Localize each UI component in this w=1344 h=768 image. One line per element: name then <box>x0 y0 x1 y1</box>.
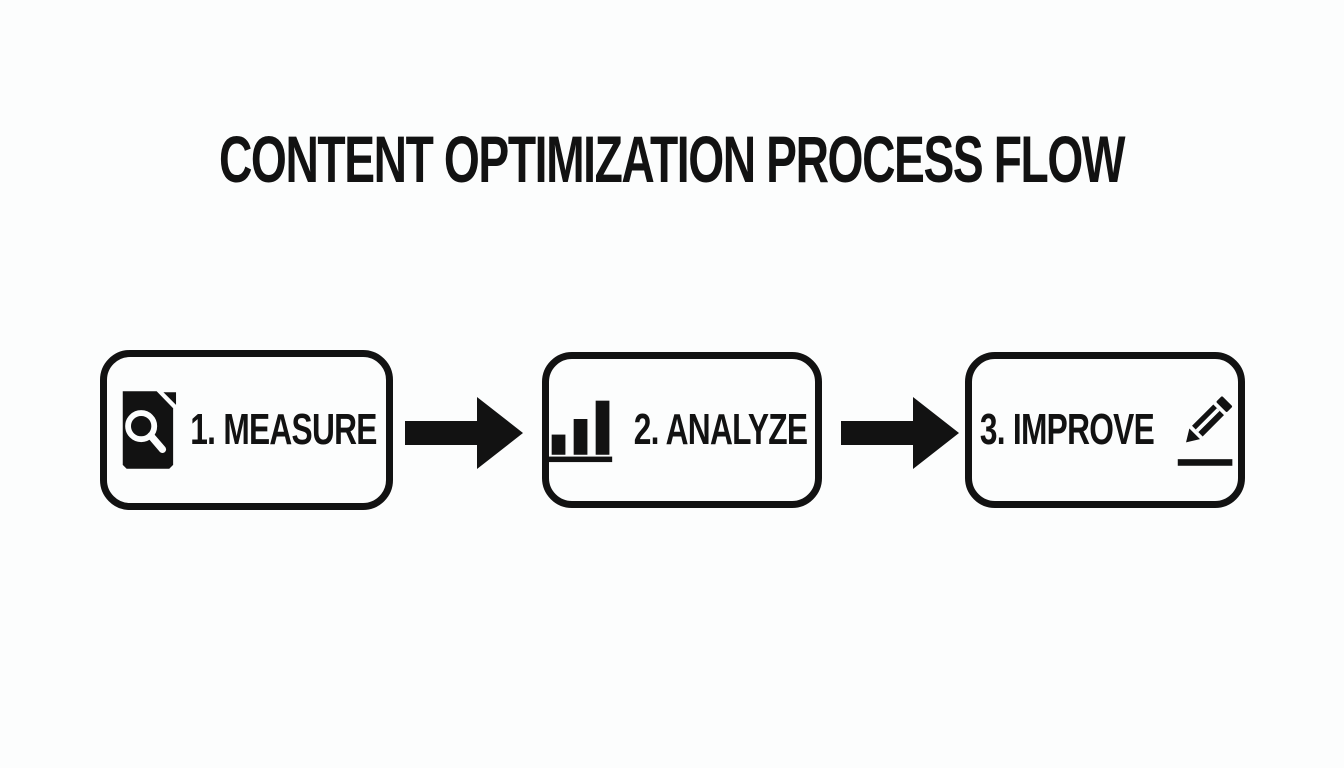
step-box-analyze: 2. ANALYZE <box>542 352 822 508</box>
pencil-edit-icon <box>1174 391 1238 469</box>
step-box-improve: 3. IMPROVE <box>965 352 1245 508</box>
step-box-measure: 1. MEASURE <box>100 350 393 510</box>
step-label-measure: 1. MEASURE <box>190 405 377 454</box>
arrow-right-icon <box>404 395 526 471</box>
diagram-title-text: CONTENT OPTIMIZATION PROCESS FLOW <box>219 122 1126 196</box>
document-search-icon <box>115 391 177 469</box>
step-label-improve: 3. IMPROVE <box>979 405 1155 454</box>
step-label-analyze: 2. ANALYZE <box>634 405 808 454</box>
diagram-title: CONTENT OPTIMIZATION PROCESS FLOW <box>0 126 1344 192</box>
arrow-right-icon <box>840 395 962 471</box>
bar-chart-icon <box>548 397 614 463</box>
